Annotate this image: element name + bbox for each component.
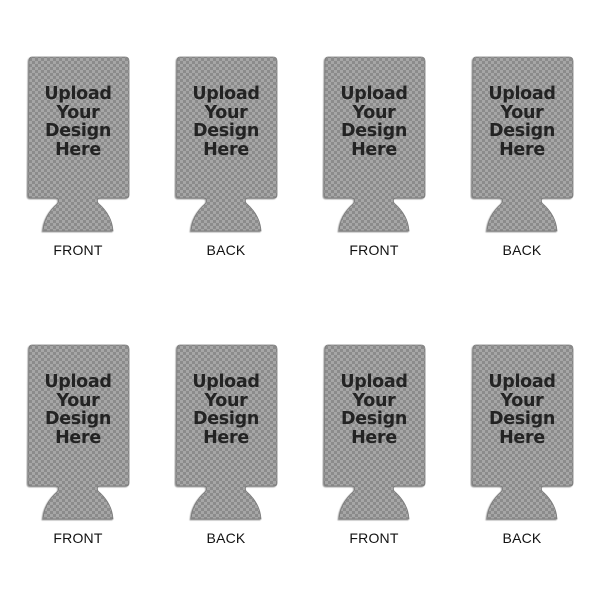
- koozie-template-shape[interactable]: [26, 343, 136, 528]
- koozie-panel-front[interactable]: Upload Your Design Here FRONT: [322, 343, 432, 563]
- placeholder-line: Design: [341, 121, 407, 141]
- placeholder-line: Design: [489, 409, 555, 429]
- koozie-panel-back[interactable]: Upload Your Design Here BACK: [174, 343, 284, 563]
- upload-design-placeholder: Upload Your Design Here: [470, 373, 574, 447]
- koozie-panel-front[interactable]: Upload Your Design Here FRONT: [26, 55, 136, 275]
- placeholder-line: Design: [489, 121, 555, 141]
- upload-design-placeholder: Upload Your Design Here: [322, 373, 426, 447]
- placeholder-line: Upload: [488, 372, 556, 392]
- placeholder-line: Design: [193, 409, 259, 429]
- side-label: FRONT: [53, 242, 103, 258]
- upload-design-placeholder: Upload Your Design Here: [174, 373, 278, 447]
- upload-design-placeholder: Upload Your Design Here: [322, 85, 426, 159]
- placeholder-line: Design: [341, 409, 407, 429]
- placeholder-line: Design: [193, 121, 259, 141]
- placeholder-line: Upload: [340, 372, 408, 392]
- koozie-template-shape[interactable]: [26, 55, 136, 240]
- placeholder-line: Upload: [44, 84, 112, 104]
- placeholder-line: Here: [499, 427, 545, 448]
- koozie-template-shape[interactable]: [470, 55, 580, 240]
- placeholder-line: Your: [204, 102, 248, 123]
- koozie-panel-back[interactable]: Upload Your Design Here BACK: [174, 55, 284, 275]
- placeholder-line: Here: [55, 427, 101, 448]
- upload-design-placeholder: Upload Your Design Here: [26, 85, 130, 159]
- side-label: BACK: [502, 530, 542, 546]
- koozie-template-shape[interactable]: [322, 55, 432, 240]
- placeholder-line: Design: [45, 121, 111, 141]
- side-label: BACK: [206, 530, 246, 546]
- side-label: FRONT: [53, 530, 103, 546]
- side-label: FRONT: [349, 530, 399, 546]
- placeholder-line: Here: [351, 139, 397, 160]
- placeholder-line: Here: [499, 139, 545, 160]
- koozie-panel-back[interactable]: Upload Your Design Here BACK: [470, 55, 580, 275]
- placeholder-line: Your: [352, 102, 396, 123]
- placeholder-line: Upload: [488, 84, 556, 104]
- placeholder-line: Upload: [340, 84, 408, 104]
- placeholder-line: Your: [352, 390, 396, 411]
- koozie-panel-front[interactable]: Upload Your Design Here FRONT: [26, 343, 136, 563]
- upload-design-placeholder: Upload Your Design Here: [470, 85, 574, 159]
- placeholder-line: Here: [351, 427, 397, 448]
- placeholder-line: Here: [55, 139, 101, 160]
- placeholder-line: Your: [204, 390, 248, 411]
- side-label: BACK: [206, 242, 246, 258]
- koozie-panel-back[interactable]: Upload Your Design Here BACK: [470, 343, 580, 563]
- koozie-panel-front[interactable]: Upload Your Design Here FRONT: [322, 55, 432, 275]
- placeholder-line: Here: [203, 427, 249, 448]
- koozie-template-shape[interactable]: [470, 343, 580, 528]
- placeholder-line: Your: [56, 102, 100, 123]
- koozie-template-shape[interactable]: [322, 343, 432, 528]
- koozie-template-shape[interactable]: [174, 343, 284, 528]
- upload-design-placeholder: Upload Your Design Here: [26, 373, 130, 447]
- koozie-template-shape[interactable]: [174, 55, 284, 240]
- upload-design-placeholder: Upload Your Design Here: [174, 85, 278, 159]
- placeholder-line: Upload: [192, 372, 260, 392]
- placeholder-line: Upload: [44, 372, 112, 392]
- placeholder-line: Your: [56, 390, 100, 411]
- placeholder-line: Upload: [192, 84, 260, 104]
- side-label: BACK: [502, 242, 542, 258]
- placeholder-line: Here: [203, 139, 249, 160]
- placeholder-line: Your: [500, 102, 544, 123]
- placeholder-line: Your: [500, 390, 544, 411]
- placeholder-line: Design: [45, 409, 111, 429]
- side-label: FRONT: [349, 242, 399, 258]
